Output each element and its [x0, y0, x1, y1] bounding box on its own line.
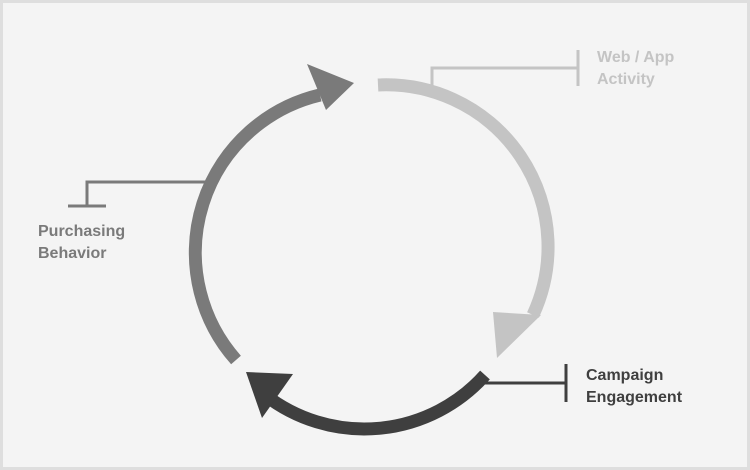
label-web-app-activity-line-1: Web / App [597, 49, 675, 66]
arc-purchasing-behavior [188, 88, 322, 365]
connector-campaign-engagement [480, 364, 568, 402]
label-purchasing-behavior: Purchasing Behavior [38, 221, 125, 265]
label-purchasing-behavior-line-2: Behavior [38, 245, 107, 262]
arrowhead-web-app-activity [493, 312, 541, 358]
arc-campaign-engagement [261, 370, 490, 436]
arrowhead-purchasing-behavior [307, 64, 354, 110]
connector-purchasing-behavior [68, 180, 207, 208]
arrowhead-campaign-engagement [246, 372, 293, 418]
label-campaign-engagement: Campaign Engagement [586, 365, 682, 409]
label-web-app-activity: Web / App Activity [597, 47, 674, 91]
label-web-app-activity-line-2: Activity [597, 71, 655, 88]
connector-web-app-activity [430, 50, 580, 90]
label-campaign-engagement-line-1: Campaign [586, 367, 664, 384]
label-purchasing-behavior-line-1: Purchasing [38, 223, 126, 240]
label-campaign-engagement-line-2: Engagement [586, 389, 683, 406]
arc-web-app-activity [377, 78, 555, 318]
